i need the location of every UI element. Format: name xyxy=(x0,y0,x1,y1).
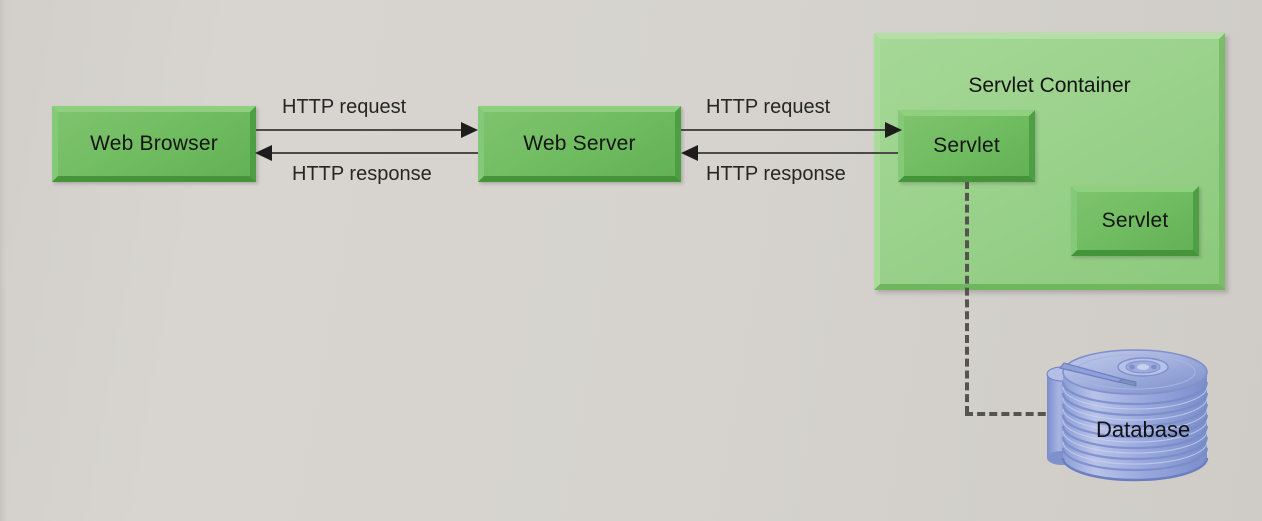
node-servlet-one-label: Servlet xyxy=(933,134,1000,157)
node-servlet-container-label: Servlet Container xyxy=(968,74,1131,97)
servlet-two-face xyxy=(1077,192,1193,250)
edge-arrowhead-server-to-browser-response xyxy=(255,145,272,161)
edge-label-server-to-servlet-request: HTTP request xyxy=(706,96,831,118)
node-web-browser[interactable]: Web Browser xyxy=(52,106,256,182)
edge-line-servlet-to-server-response xyxy=(698,152,898,154)
edge-line-servlet-to-database-horizontal xyxy=(965,412,1070,416)
edge-arrowhead-browser-to-server-request xyxy=(461,122,478,138)
web-browser-face xyxy=(58,112,250,176)
node-web-server-label: Web Server xyxy=(523,132,636,155)
node-database[interactable] xyxy=(1040,348,1230,488)
edge-label-server-to-browser-response: HTTP response xyxy=(292,163,432,185)
edge-line-browser-to-server-request xyxy=(256,129,464,131)
edge-arrowhead-server-to-servlet-request xyxy=(885,122,902,138)
node-servlet-one[interactable]: Servlet xyxy=(898,110,1035,182)
edge-line-servlet-to-database-vertical xyxy=(965,181,969,414)
web-server-face xyxy=(484,112,675,176)
database-actuator-arm xyxy=(1058,362,1137,387)
database-top-platter xyxy=(1062,349,1208,395)
database-platter-stack xyxy=(1061,372,1209,482)
node-web-browser-label: Web Browser xyxy=(90,132,218,155)
node-servlet-two[interactable]: Servlet xyxy=(1071,186,1199,256)
edge-label-servlet-to-server-response: HTTP response xyxy=(706,163,846,185)
node-web-server[interactable]: Web Server xyxy=(478,106,681,182)
node-servlet-two-label: Servlet xyxy=(1101,209,1169,232)
edge-label-browser-to-server-request: HTTP request xyxy=(282,96,407,118)
node-database-label: Database xyxy=(1096,417,1191,442)
edge-line-server-to-servlet-request xyxy=(681,129,888,131)
edge-arrowhead-servlet-to-server-response xyxy=(681,145,698,161)
servlet-one-face xyxy=(904,116,1029,176)
edge-line-server-to-browser-response xyxy=(272,152,478,154)
